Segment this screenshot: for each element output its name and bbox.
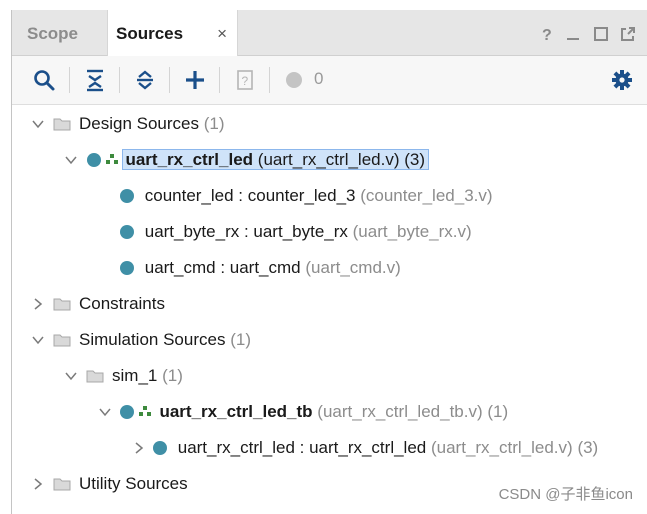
folder-icon xyxy=(86,370,104,383)
search-icon[interactable] xyxy=(32,68,56,92)
status-dot-icon[interactable] xyxy=(284,68,308,92)
tree-node-uart-cmd[interactable]: uart_cmd : uart_cmd (uart_cmd.v) xyxy=(120,253,401,283)
properties-icon[interactable]: ? xyxy=(233,68,257,92)
chevron-down-icon[interactable] xyxy=(32,118,44,130)
tree-node-counter-led[interactable]: counter_led : counter_led_3 (counter_led… xyxy=(120,181,493,211)
chevron-down-icon[interactable] xyxy=(99,406,111,418)
toolbar-separator xyxy=(69,67,70,93)
gear-icon[interactable] xyxy=(610,68,634,92)
tab-sources[interactable]: Sources × xyxy=(107,10,238,56)
tree-node-label: sim_1 xyxy=(112,366,158,385)
toolbar: ? 0 xyxy=(12,56,647,105)
chevron-right-icon[interactable] xyxy=(32,478,44,490)
tree-node-count: (1) xyxy=(230,330,251,349)
module-dot-icon xyxy=(120,189,134,203)
expand-all-icon[interactable] xyxy=(133,68,157,92)
hierarchy-top-icon xyxy=(138,406,151,416)
selected-item[interactable]: uart_rx_ctrl_led (uart_rx_ctrl_led.v) (3… xyxy=(122,149,430,170)
chevron-right-icon[interactable] xyxy=(133,442,145,454)
module-dot-icon xyxy=(120,261,134,275)
folder-icon xyxy=(53,118,71,131)
folder-icon xyxy=(53,334,71,347)
watermark: CSDN @子非鱼icon xyxy=(498,486,633,503)
chevron-down-icon[interactable] xyxy=(32,334,44,346)
tree-node-count: (1) xyxy=(162,366,183,385)
tree-node-top-module[interactable]: uart_rx_ctrl_led (uart_rx_ctrl_led.v) (3… xyxy=(65,145,625,175)
maximize-icon[interactable] xyxy=(593,26,609,42)
chevron-down-icon[interactable] xyxy=(65,370,77,382)
module-dot-icon xyxy=(87,153,101,167)
tree-node-utility-sources[interactable]: Utility Sources xyxy=(32,469,632,499)
collapse-all-icon[interactable] xyxy=(83,68,107,92)
tab-scope[interactable]: Scope xyxy=(27,24,79,43)
tree-node-testbench[interactable]: uart_rx_ctrl_led_tb (uart_rx_ctrl_led_tb… xyxy=(99,397,619,427)
toolbar-separator xyxy=(219,67,220,93)
status-count: 0 xyxy=(314,69,324,88)
tree-node-count: (1) xyxy=(203,114,225,133)
tree-node-simulation-sources[interactable]: Simulation Sources (1) xyxy=(32,325,632,355)
toolbar-separator xyxy=(269,67,270,93)
tree-node-design-sources[interactable]: Design Sources (1) xyxy=(32,109,632,139)
folder-icon xyxy=(53,298,71,311)
tree-node-uart-byte-rx[interactable]: uart_byte_rx : uart_byte_rx (uart_byte_r… xyxy=(120,217,472,247)
tree-node-label: Utility Sources xyxy=(79,474,188,493)
module-dot-icon xyxy=(120,225,134,239)
add-sources-icon[interactable] xyxy=(183,68,207,92)
toolbar-separator xyxy=(119,67,120,93)
close-tab-icon[interactable]: × xyxy=(217,24,227,43)
tree-node-label: Design Sources xyxy=(79,114,200,133)
tree-node-constraints[interactable]: Constraints xyxy=(32,289,632,319)
tab-bar: Scope Sources × ? xyxy=(12,10,647,56)
minimize-icon[interactable] xyxy=(565,26,581,42)
svg-text:?: ? xyxy=(542,27,552,42)
hierarchy-top-icon xyxy=(105,154,118,164)
toolbar-separator xyxy=(169,67,170,93)
chevron-right-icon[interactable] xyxy=(32,298,44,310)
tree-node-tb-dut[interactable]: uart_rx_ctrl_led : uart_rx_ctrl_led (uar… xyxy=(133,433,643,463)
tree-node-sim-1[interactable]: sim_1 (1) xyxy=(65,361,465,391)
sources-panel: Scope Sources × ? xyxy=(11,10,647,514)
tree-node-label: Constraints xyxy=(79,294,165,313)
chevron-down-icon[interactable] xyxy=(65,154,77,166)
svg-text:?: ? xyxy=(242,74,249,88)
module-dot-icon xyxy=(153,441,167,455)
tree-node-label: Simulation Sources xyxy=(79,330,226,349)
float-icon[interactable] xyxy=(620,26,636,42)
module-dot-icon xyxy=(120,405,134,419)
folder-icon xyxy=(53,478,71,491)
help-icon[interactable]: ? xyxy=(539,26,555,42)
